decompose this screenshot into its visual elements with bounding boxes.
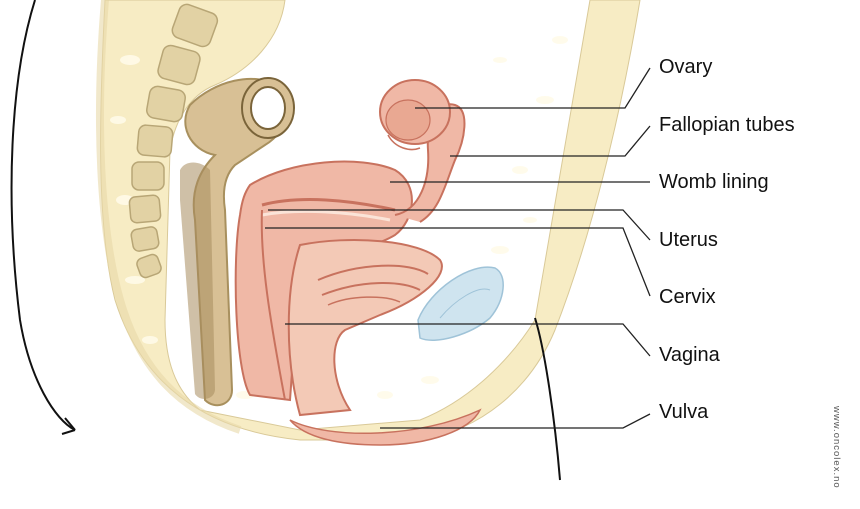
credit-text: www.oncolex.no: [831, 406, 842, 489]
leader-ovary: [415, 67, 651, 109]
label-cervix: Cervix: [659, 286, 716, 308]
leader-uterus: [268, 209, 651, 241]
fallopian-tube-ovary: [379, 79, 466, 223]
body-contour: [10, 0, 561, 481]
vulva: [289, 408, 482, 446]
leader-cervix: [265, 227, 651, 297]
label-vulva: Vulva: [659, 401, 709, 423]
label-fallopian-tubes: Fallopian tubes: [659, 114, 795, 136]
label-vagina: Vagina: [659, 344, 720, 366]
label-ovary: Ovary: [659, 56, 713, 78]
label-womb-lining: Womb lining: [659, 171, 769, 193]
label-uterus: Uterus: [659, 229, 718, 251]
bowel: [180, 77, 295, 407]
leader-vulva: [380, 413, 651, 429]
bladder: [417, 266, 504, 342]
leader-lines: [265, 67, 651, 429]
vagina-folds: [287, 239, 443, 417]
leader-fallopian-tubes: [450, 125, 651, 157]
leader-vagina: [285, 323, 651, 357]
body-soft-tissue: [96, 0, 641, 441]
spine-vertebrae: [128, 3, 219, 279]
uterus-body: [234, 160, 413, 402]
